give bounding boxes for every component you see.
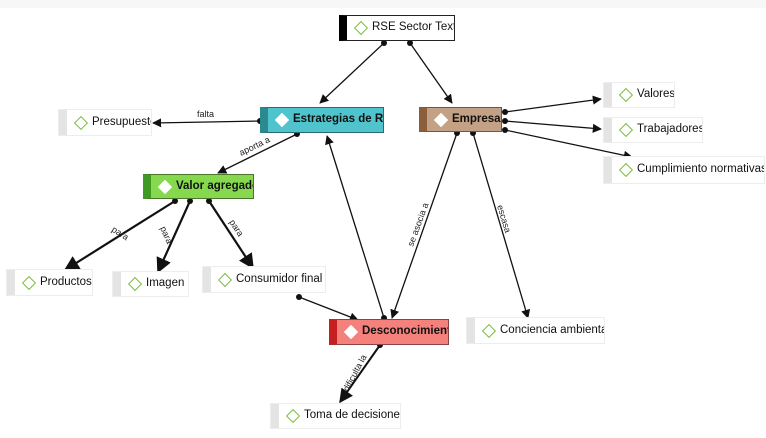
edge-consumidor-desconocimiento	[296, 294, 359, 322]
node-label: Valores	[637, 88, 674, 101]
node-label: Productos	[40, 275, 92, 288]
edge-desconocimiento-estrategias	[325, 135, 387, 321]
edge-dificulta-la	[339, 342, 383, 404]
node-presupuesto[interactable]: Presupuesto	[59, 110, 151, 135]
node-label: RSE Sector Textil	[372, 21, 455, 34]
edge-root-estrategias	[319, 40, 387, 104]
diamond-icon	[217, 272, 233, 287]
edge-label-dificulta-la: dificulta la	[341, 353, 369, 393]
edge-para-consumidor	[206, 198, 254, 270]
node-label: Consumidor final	[236, 272, 323, 285]
edge-label-para-consumidor: para	[227, 218, 245, 239]
diamond-icon	[127, 276, 143, 292]
node-label: Trabajadores	[637, 123, 702, 136]
edge-label-para-imagen: para	[158, 225, 174, 246]
diamond-icon	[343, 324, 359, 340]
node-label: Conciencia ambiental	[500, 323, 604, 336]
diamond-icon	[353, 20, 369, 36]
edge-empresas-cumplimiento	[502, 127, 633, 160]
node-label: Toma de decisiones	[304, 409, 400, 422]
node-consumidor[interactable]: Consumidor final	[203, 267, 325, 292]
diamond-icon	[21, 275, 37, 290]
node-label: Estrategias de RSE	[293, 113, 384, 126]
node-label: Desconocimiento	[362, 325, 449, 338]
edge-escasa	[470, 130, 531, 319]
edge-label-se-asocia-a: se asocia a	[405, 201, 430, 247]
diamond-icon	[481, 323, 497, 338]
diamond-icon	[274, 112, 290, 128]
diamond-icon	[618, 122, 634, 138]
node-label: Empresas	[452, 112, 502, 125]
node-cumplimiento[interactable]: Cumplimiento normativas	[604, 157, 764, 183]
node-label: Valor agregado	[176, 179, 254, 192]
edge-root-empresas	[407, 40, 453, 104]
diamond-icon	[285, 408, 301, 424]
node-valores[interactable]: Valores	[604, 83, 674, 107]
edge-para-productos	[63, 198, 178, 271]
node-trabajadores[interactable]: Trabajadores	[604, 118, 702, 142]
diamond-icon	[618, 87, 634, 103]
node-label: Presupuesto	[92, 115, 151, 128]
node-label: Imagen	[146, 277, 185, 290]
node-conciencia[interactable]: Conciencia ambiental	[467, 318, 604, 343]
node-desconocimiento[interactable]: Desconocimiento	[329, 319, 449, 345]
node-toma-decisiones[interactable]: Toma de decisiones	[271, 404, 400, 428]
node-productos[interactable]: Productos	[7, 270, 92, 295]
diamond-icon	[73, 115, 89, 130]
top-bar	[0, 0, 766, 8]
node-label: Cumplimiento normativas	[637, 163, 764, 176]
edge-label-falta: falta	[197, 109, 214, 119]
node-imagen[interactable]: Imagen	[113, 272, 188, 296]
edge-label-escasa: escasa	[495, 204, 513, 234]
node-estrategias[interactable]: Estrategias de RSE	[260, 107, 384, 133]
edge-para-imagen	[156, 198, 193, 274]
edge-empresas-trabajadores	[502, 118, 602, 133]
node-empresas[interactable]: Empresas	[419, 107, 502, 132]
diamond-icon	[157, 179, 173, 194]
edge-empresas-valores	[502, 95, 602, 115]
node-root[interactable]: RSE Sector Textil	[339, 15, 455, 41]
node-valor-agregado[interactable]: Valor agregado	[143, 174, 254, 199]
diamond-icon	[433, 112, 449, 127]
diamond-icon	[618, 162, 634, 178]
edge-se-asocia-a	[390, 130, 460, 319]
